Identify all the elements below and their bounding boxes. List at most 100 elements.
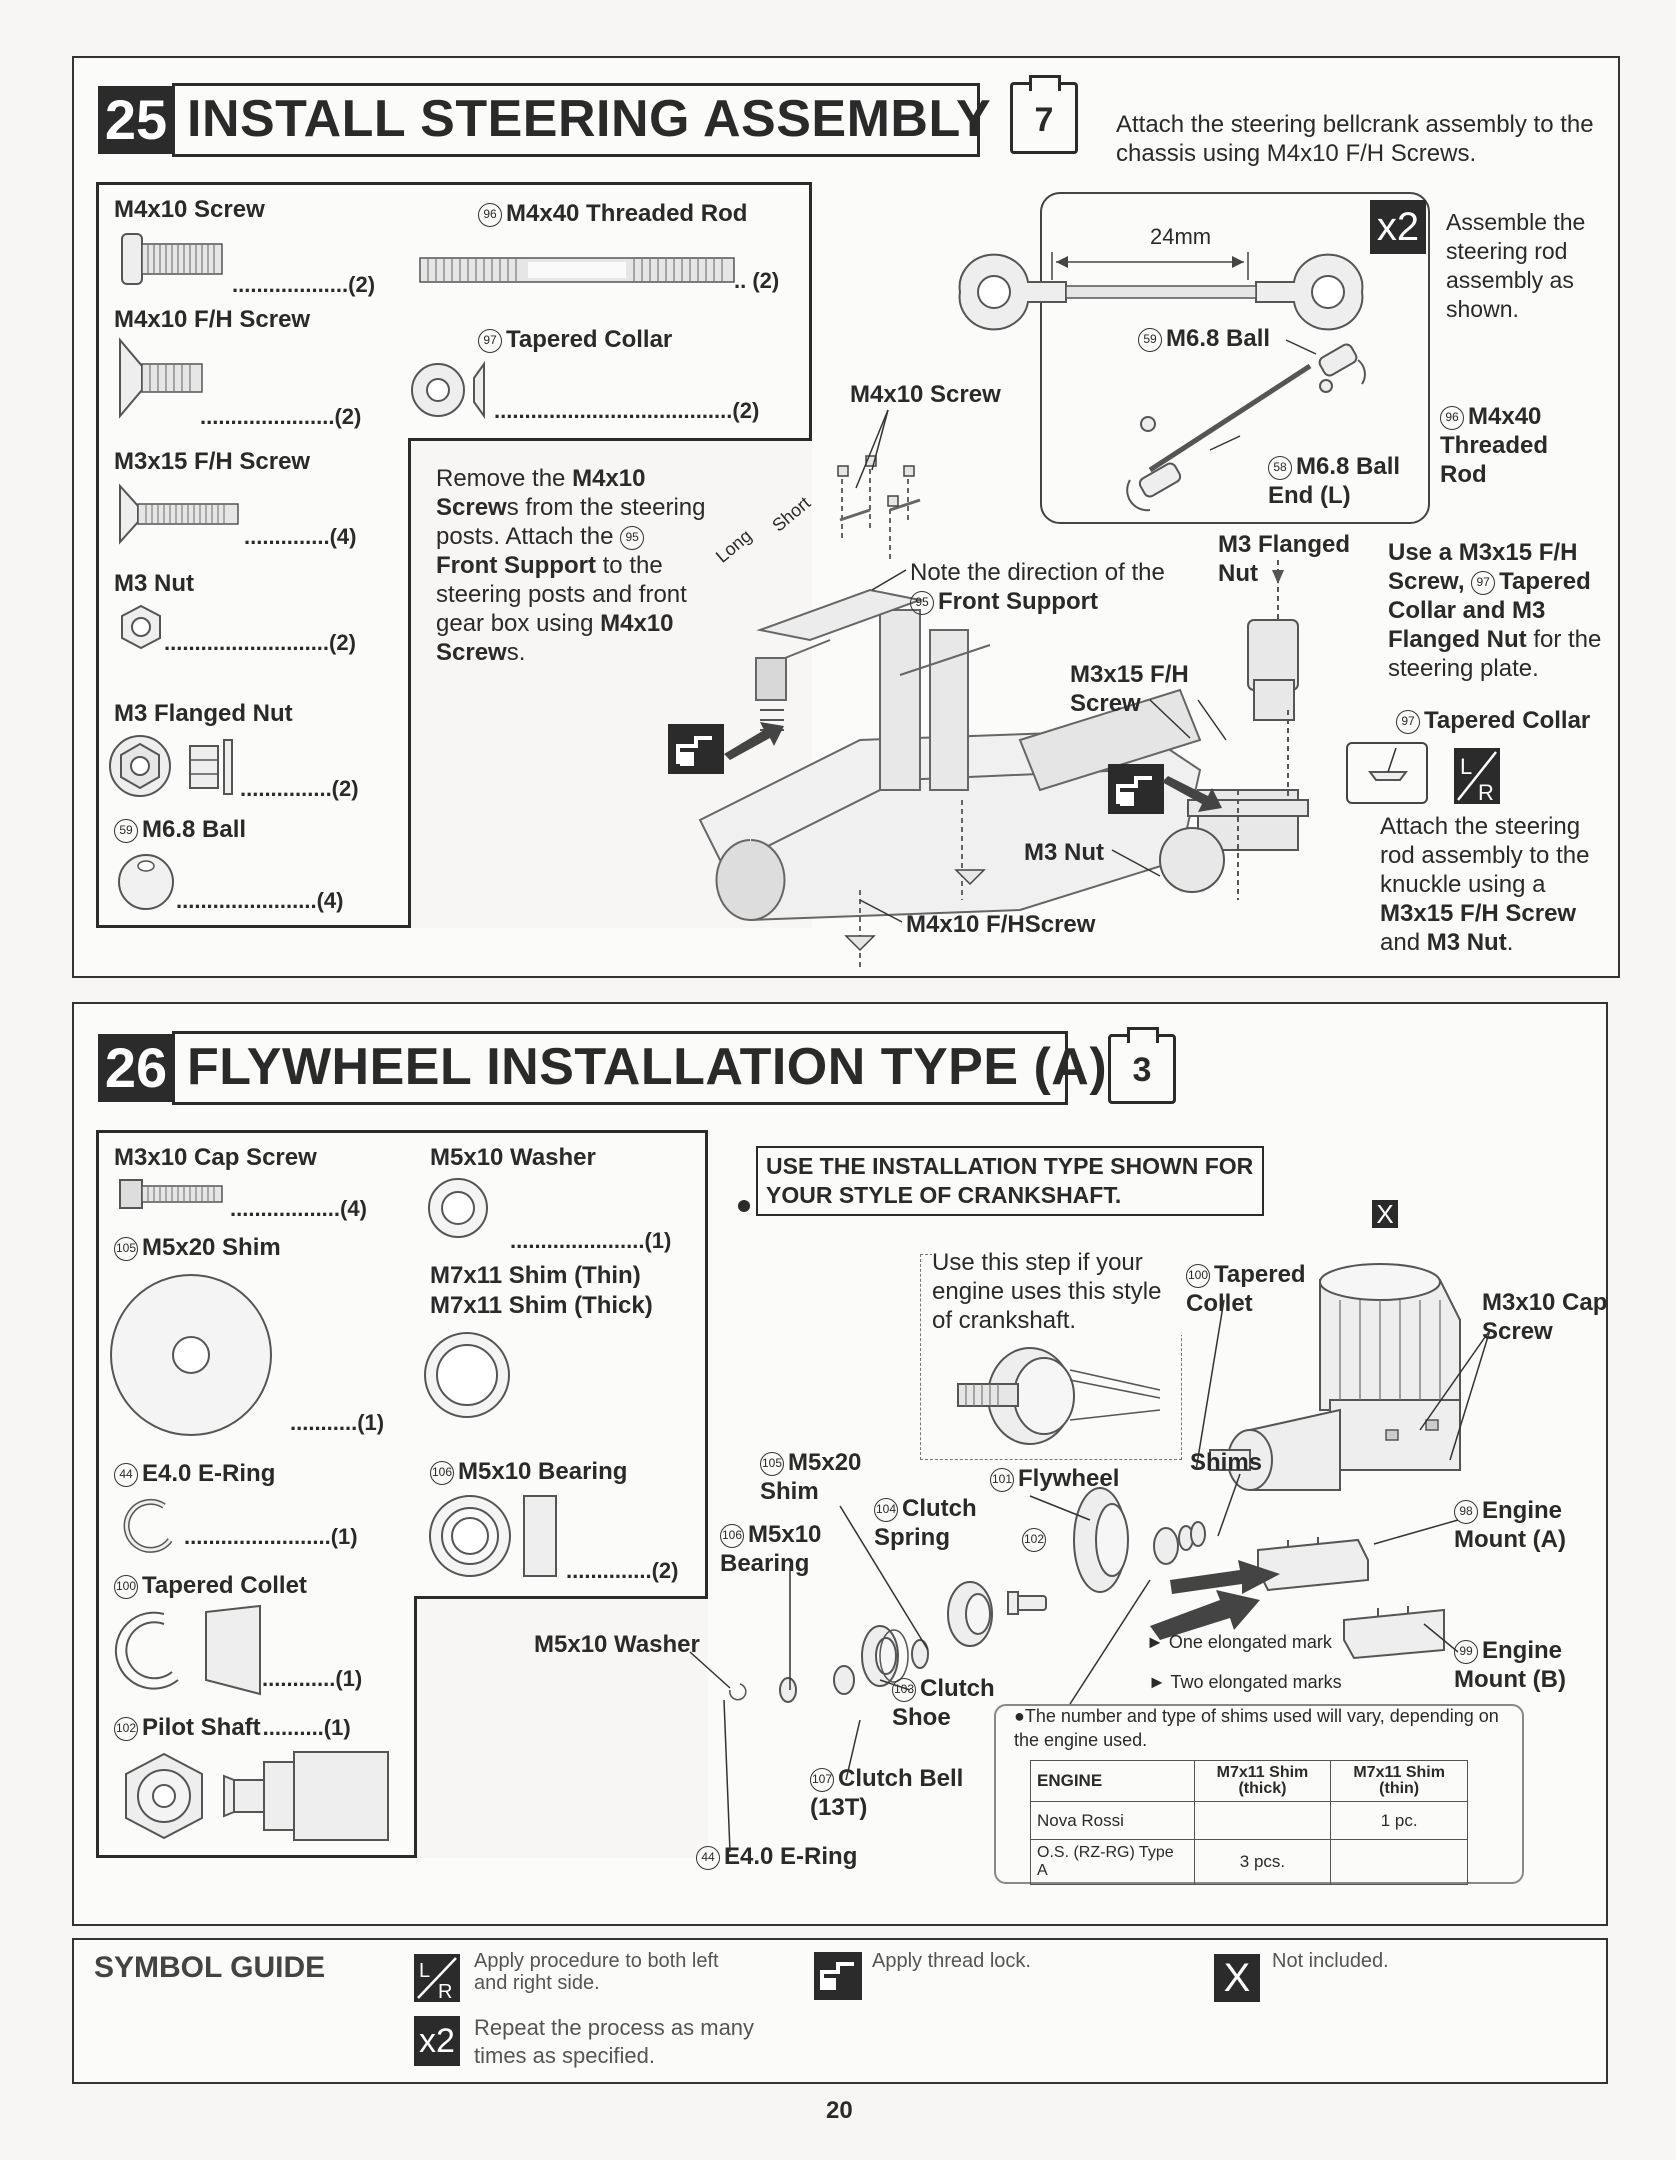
part-m3-nut-label: M3 Nut [114, 570, 194, 597]
mark-arrows [1150, 1560, 1280, 1640]
step-25-remove-text: Remove the M4x10 Screws from the steerin… [436, 465, 706, 666]
part-m4x10-screw-label: M4x10 Screw [114, 196, 265, 223]
thread-lock-icon [668, 724, 724, 774]
thread-lock-symbol-icon [814, 1952, 862, 2000]
tapered-collar-icon [411, 360, 485, 420]
shim-table: ENGINE M7x11 Shim (thick) M7x11 Shim (th… [1030, 1760, 1468, 1885]
m7x11-shim-icon [424, 1332, 510, 1418]
not-included-symbol-icon: X [1214, 1954, 1260, 2002]
part-tapered-collet-qty: ............(1) [262, 1666, 363, 1691]
part-m3-flanged-nut-label: M3 Flanged Nut [114, 700, 293, 727]
part-number-badge: 97 [478, 328, 502, 353]
front-chassis-diagram [698, 455, 1202, 970]
part-m3-nut-qty: ...........................(2) [164, 630, 356, 655]
callout-m4x10-screw: M4x10 Screw [850, 381, 1001, 408]
step-26-number: 26 [98, 1034, 174, 1102]
callout-m3-flanged-nut: M3 Flanged Nut [1218, 531, 1351, 587]
callout-shims: Shims [1190, 1449, 1263, 1476]
arrow-to-chassis [724, 722, 784, 760]
step-25-time-icon: 7 [1010, 75, 1078, 154]
m3-flanged-nut-icon [109, 735, 233, 797]
clutch-exploded-diagram [729, 1487, 1206, 1703]
use-step-text: Use this step if your engine uses this s… [932, 1248, 1182, 1335]
step-26-title: FLYWHEEL INSTALLATION TYPE (A) [172, 1031, 1107, 1105]
repeat-x2-icon: x2 [1370, 200, 1426, 254]
part-e40-ering-qty: ........................(1) [184, 1524, 358, 1549]
m4x10-fh-screw-icon [119, 337, 203, 419]
step-26-time-icon: 3 [1108, 1027, 1176, 1104]
not-included-symbol-text: Not included. [1272, 1950, 1389, 1972]
crankshaft-icon [957, 1347, 1161, 1445]
svg-text:L: L [1460, 754, 1472, 779]
symbol-guide-title: SYMBOL GUIDE [94, 1951, 326, 1984]
assemble-text: Assemble the steering rod assembly as sh… [1446, 209, 1586, 322]
part-m5x10-bearing-qty: ..............(2) [566, 1558, 679, 1583]
step-25-title: INSTALL STEERING ASSEMBLY [172, 83, 991, 157]
m5x10-bearing-icon [429, 1495, 557, 1577]
table-cell: O.S. (RZ-RG) Type A [1030, 1839, 1195, 1885]
page-number: 20 [826, 2097, 853, 2124]
leader-lines-25 [855, 409, 1227, 923]
table-cell: 1 pc. [1330, 1801, 1468, 1840]
part-number-badge: 59 [114, 818, 138, 843]
table-cell [1193, 1801, 1332, 1840]
table-cell [1330, 1839, 1468, 1885]
part-m7x11-thin-label: M7x11 Shim (Thin) [430, 1262, 641, 1289]
repeat-symbol-icon: x2 [414, 2016, 460, 2066]
m5x20-shim-icon [110, 1274, 272, 1436]
table-row: O.S. (RZ-RG) Type A 3 pcs. [1030, 1839, 1468, 1885]
part-m3-flanged-nut-qty: ...............(2) [240, 776, 359, 801]
engine-diagram [1209, 1263, 1461, 1491]
table-cell: 3 pcs. [1193, 1839, 1332, 1885]
e-ring-icon [123, 1498, 173, 1553]
table-row: Nova Rossi 1 pc. [1030, 1801, 1468, 1840]
svg-text:L: L [419, 1960, 430, 1982]
rod-exploded-icon [1126, 339, 1366, 512]
crankshaft-notice: USE THE INSTALLATION TYPE SHOWN FOR YOUR… [756, 1146, 1264, 1216]
part-number-badge: 96 [478, 202, 502, 227]
pilot-shaft-icon [125, 1751, 389, 1841]
engine-mounts-icon [1257, 1537, 1445, 1660]
svg-text:R: R [438, 1981, 452, 2003]
m3x10-cap-screw-icon [119, 1179, 223, 1209]
part-m4x10-fh-screw-label: M4x10 F/H Screw [114, 306, 311, 333]
part-m5x10-washer-label: M5x10 Washer [430, 1144, 596, 1171]
m68-ball-icon [118, 854, 174, 910]
m3-nut-icon [121, 604, 161, 650]
part-tapered-collar-qty: .......................................(… [494, 398, 760, 423]
table-row: ENGINE M7x11 Shim (thick) M7x11 Shim (th… [1030, 1760, 1468, 1802]
step-25-time-value: 7 [1034, 101, 1054, 139]
one-elongated-mark: ► One elongated mark [1146, 1632, 1332, 1652]
step-25-instruction: Attach the steering bellcrank assembly t… [1116, 111, 1594, 167]
rod-assembly-box [1040, 192, 1430, 524]
callout-m3-nut: M3 Nut [1024, 839, 1104, 866]
part-m4x10-fh-screw-qty: ......................(2) [200, 404, 362, 429]
part-m3x15-fh-screw-qty: ..............(4) [244, 524, 357, 549]
lr-symbol-icon: L R [414, 1954, 460, 2003]
arrow-to-knuckle [1162, 776, 1222, 812]
m3x15-fh-screw-icon [119, 483, 239, 545]
thread-lock-icon-2 [1108, 764, 1164, 814]
part-m3x10-cap-qty: ..................(4) [230, 1196, 367, 1221]
tapered-collar-detail [1346, 742, 1428, 804]
table-header-cell: M7x11 Shim (thin) [1330, 1760, 1468, 1802]
m4x40-threaded-rod-icon [419, 257, 735, 283]
